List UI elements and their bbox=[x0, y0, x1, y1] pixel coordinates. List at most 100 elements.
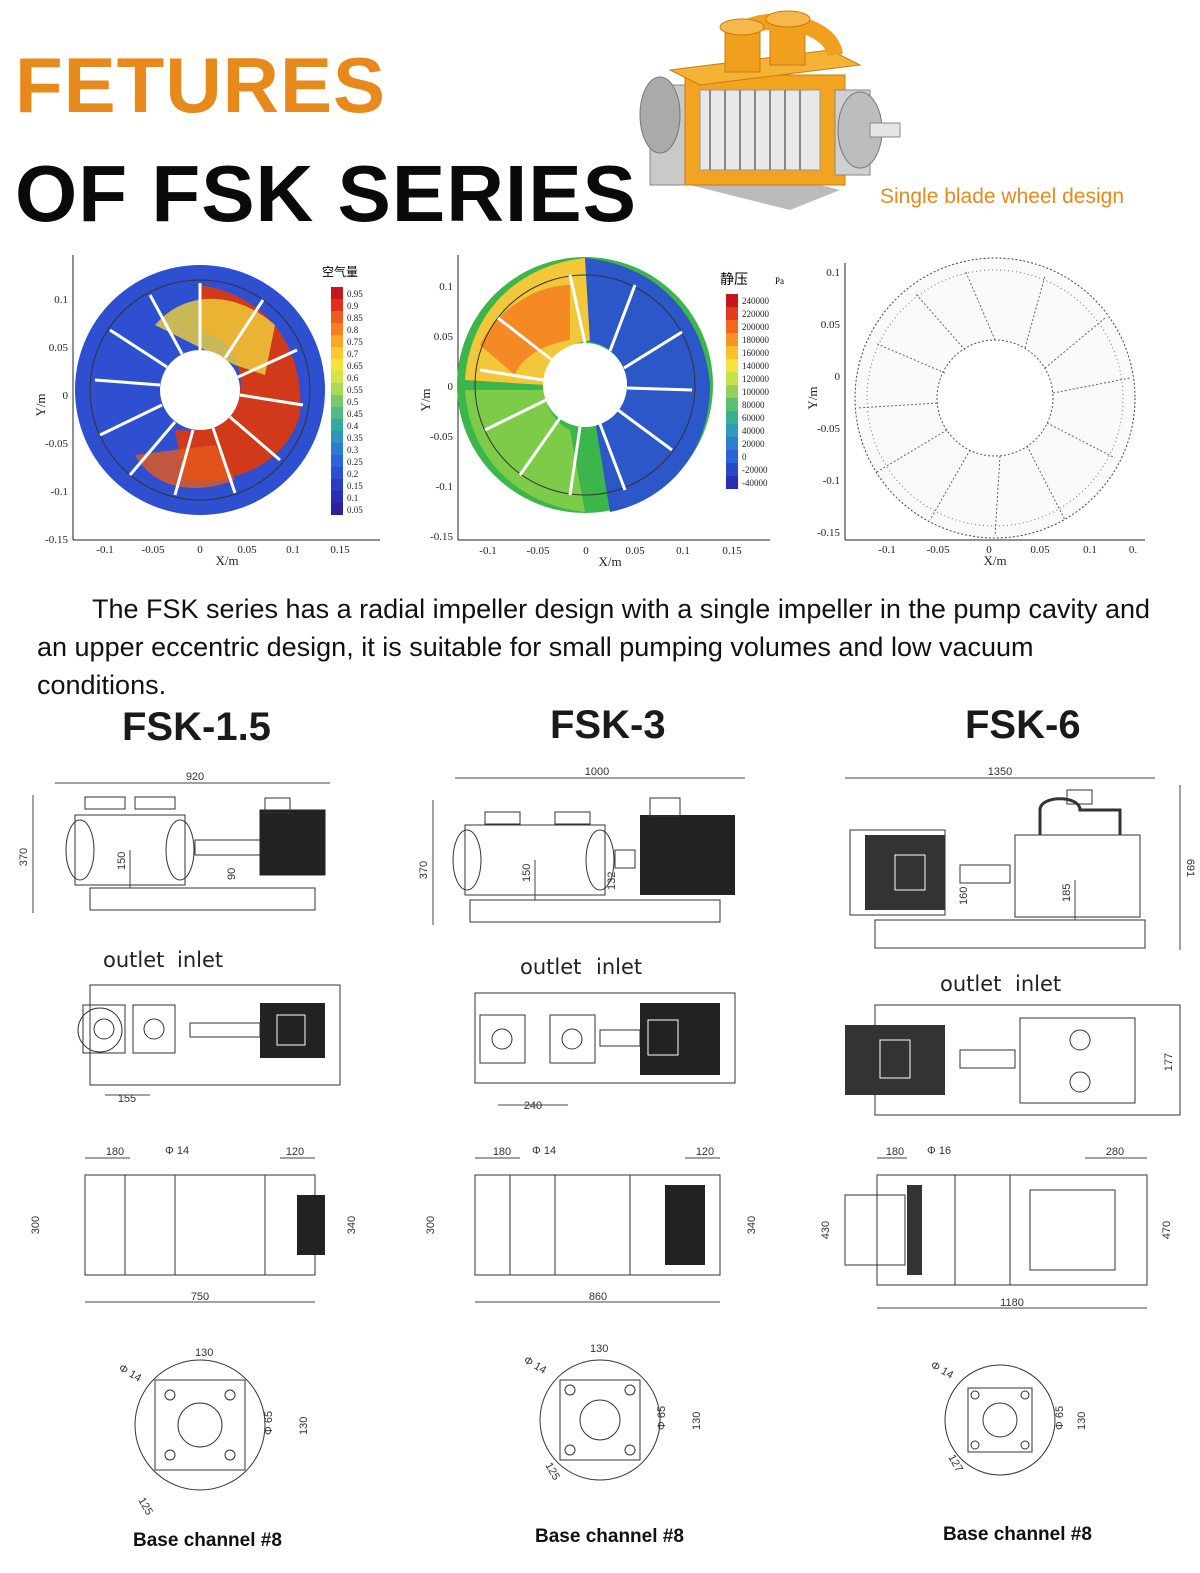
cfd-velocity-vector-plot: 0.1 0.05 0 -0.05 -0.1 -0.15 -0.1 -0.05 0… bbox=[805, 257, 1145, 568]
x-tick-label: 0.15 bbox=[722, 545, 742, 557]
x-tick-label: -0.05 bbox=[142, 544, 165, 556]
y-tick-label: -0.1 bbox=[51, 486, 68, 498]
fsk-1-5-side-view: 920 370 150 90 bbox=[18, 771, 330, 913]
dim-base-right: 120 bbox=[696, 1146, 714, 1158]
x-tick-label: -0.1 bbox=[479, 545, 496, 557]
x-axis-label: X/m bbox=[598, 554, 621, 569]
model-title-fsk-1-5: FSK-1.5 bbox=[122, 705, 271, 749]
legend-value: 200000 bbox=[742, 322, 770, 332]
dim-length: 1350 bbox=[988, 766, 1012, 778]
model-title-fsk-6: FSK-6 bbox=[965, 703, 1081, 747]
dim-height: 691 bbox=[1184, 859, 1196, 877]
fsk-6-base-label: Base channel #8 bbox=[943, 1524, 1092, 1545]
legend-value: 140000 bbox=[742, 361, 770, 371]
legend-value: 0.15 bbox=[347, 481, 363, 491]
x-tick-label: 0 bbox=[583, 545, 589, 557]
y-tick-label: -0.05 bbox=[45, 438, 68, 450]
y-tick-label: 0 bbox=[63, 390, 69, 402]
legend-value: 0.85 bbox=[347, 313, 363, 323]
x-tick-label: 0.05 bbox=[625, 545, 645, 557]
page-title-line1: FETURES bbox=[15, 41, 387, 129]
legend-title: 空气量 bbox=[322, 264, 358, 279]
x-tick-label: 0.1 bbox=[676, 545, 690, 557]
x-tick-label: -0.1 bbox=[878, 544, 895, 556]
legend-value: 0.25 bbox=[347, 457, 363, 467]
fsk-1-5-base-label: Base channel #8 bbox=[133, 1530, 282, 1551]
fsk-3-base-view: 180 Φ 14 120 300 340 860 bbox=[425, 1145, 758, 1303]
legend-value: 0.65 bbox=[347, 361, 363, 371]
dim-port-spacing: 155 bbox=[118, 1093, 136, 1105]
cfd-static-pressure-plot: 0.1 0.05 0 -0.05 -0.1 -0.15 -0.1 -0.05 0… bbox=[418, 255, 784, 569]
dim-shaft-height: 150 bbox=[116, 852, 128, 870]
legend-value: 0.5 bbox=[347, 397, 359, 407]
dim-base-left: 180 bbox=[886, 1146, 904, 1158]
x-tick-label: -0.05 bbox=[527, 545, 550, 557]
dim-base-left: 180 bbox=[106, 1146, 124, 1158]
dim-flange-side: 130 bbox=[1076, 1412, 1088, 1430]
dim-flange-bore: Φ 65 bbox=[1054, 1406, 1066, 1430]
dim-flange-hole: Φ 14 bbox=[929, 1359, 956, 1381]
legend-value: 0.05 bbox=[347, 505, 363, 515]
impeller-blades bbox=[94, 283, 304, 496]
dim-base-hole: Φ 14 bbox=[532, 1145, 556, 1157]
legend-value: 160000 bbox=[742, 348, 770, 358]
legend-value: 0.75 bbox=[347, 337, 363, 347]
fsk-6-base-view: 180 Φ 16 280 430 470 1180 bbox=[820, 1145, 1173, 1309]
dim-flange-side: 130 bbox=[298, 1417, 310, 1435]
model-title-fsk-3: FSK-3 bbox=[550, 703, 666, 747]
dim-base-hole: Φ 14 bbox=[165, 1145, 189, 1157]
x-axis-label: X/m bbox=[215, 553, 238, 568]
product-caption: Single blade wheel design bbox=[880, 185, 1125, 208]
fsk-1-5-base-view: 180 Φ 14 120 300 340 750 bbox=[30, 1145, 358, 1303]
legend-value: 0.55 bbox=[347, 385, 363, 395]
dim-length: 1000 bbox=[585, 766, 609, 778]
legend-value: 0.2 bbox=[347, 469, 358, 479]
legend-value: 240000 bbox=[742, 296, 770, 306]
legend-value: 0.4 bbox=[347, 421, 359, 431]
dim-length: 920 bbox=[186, 771, 204, 783]
dim-base-left: 180 bbox=[493, 1146, 511, 1158]
legend-value: 0.6 bbox=[347, 373, 359, 383]
x-tick-label: -0.05 bbox=[927, 544, 950, 556]
y-axis-label: Y/m bbox=[33, 393, 48, 416]
y-tick-label: -0.15 bbox=[45, 534, 68, 546]
fsk-3-top-view: 240 bbox=[474, 992, 736, 1112]
legend-value: 20000 bbox=[742, 439, 765, 449]
y-tick-label: -0.05 bbox=[430, 431, 453, 443]
y-tick-label: -0.15 bbox=[430, 531, 453, 543]
dim-flange-pcd: 125 bbox=[135, 1496, 155, 1518]
impeller-blades bbox=[479, 274, 693, 496]
y-tick-label: 0.1 bbox=[54, 294, 68, 306]
dim-flange-square: 130 bbox=[590, 1343, 608, 1355]
dim-base-width: 430 bbox=[820, 1221, 832, 1239]
fsk-6-side-view: 1350 691 185 160 bbox=[845, 766, 1196, 950]
x-tick-label: 0.1 bbox=[1083, 544, 1097, 556]
legend-color-scale bbox=[331, 287, 343, 515]
dim-flange-side: 130 bbox=[691, 1412, 703, 1430]
legend-value: 120000 bbox=[742, 374, 770, 384]
fsk-1-5-outlet-label: outlet bbox=[103, 948, 165, 972]
y-tick-label: 0.1 bbox=[826, 267, 840, 279]
y-tick-label: 0.05 bbox=[821, 319, 841, 331]
dim-base-width: 300 bbox=[425, 1216, 437, 1234]
x-tick-label: 0 bbox=[986, 544, 992, 556]
x-axis-label: X/m bbox=[983, 553, 1006, 568]
y-tick-label: -0.15 bbox=[817, 527, 840, 539]
dim-base-length: 860 bbox=[589, 1291, 607, 1303]
fsk-3-outlet-label: outlet bbox=[520, 955, 582, 979]
legend-value: 0.95 bbox=[347, 289, 363, 299]
legend-value: -20000 bbox=[742, 465, 768, 475]
legend-unit: Pa bbox=[775, 276, 784, 286]
y-tick-label: -0.05 bbox=[817, 423, 840, 435]
dim-base-right: 120 bbox=[286, 1146, 304, 1158]
y-tick-label: -0.1 bbox=[823, 475, 840, 487]
legend-value: 0.9 bbox=[347, 301, 359, 311]
x-tick-label: 0.05 bbox=[1030, 544, 1050, 556]
dim-height: 370 bbox=[18, 848, 30, 866]
x-tick-label: 0.15 bbox=[330, 544, 350, 556]
dim-base-length: 1180 bbox=[1000, 1297, 1024, 1309]
dim-base-total-width: 340 bbox=[746, 1216, 758, 1234]
legend-value: 0.3 bbox=[347, 445, 359, 455]
legend-title: 静压 bbox=[720, 272, 748, 288]
page-title-line2: OF FSK SERIES bbox=[15, 149, 637, 238]
